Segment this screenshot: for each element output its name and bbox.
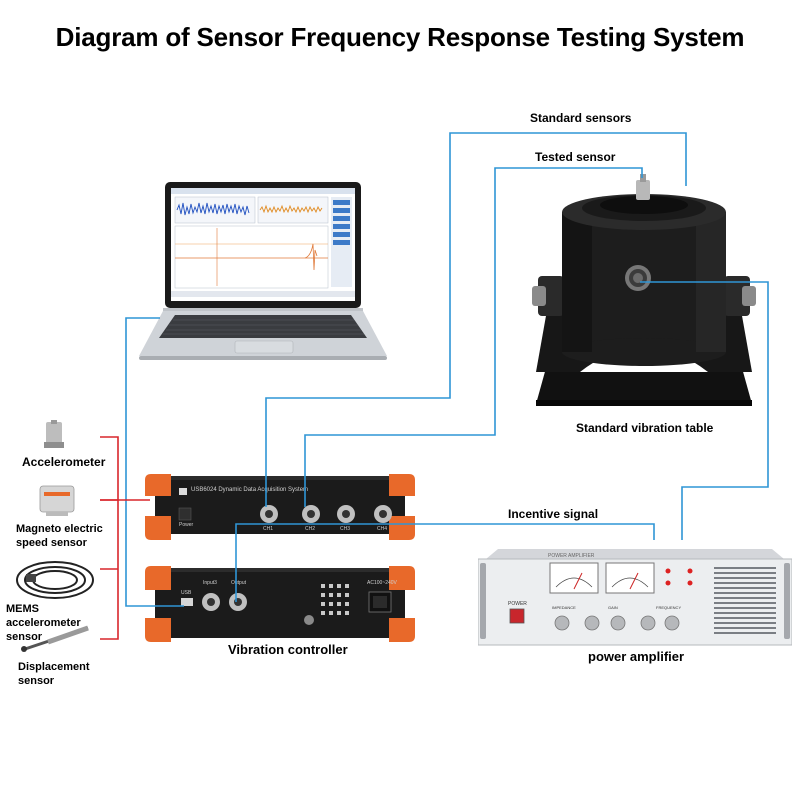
- daq-channel-ch4: CH4: [377, 526, 388, 532]
- label-vibration-controller: Vibration controller: [228, 642, 348, 657]
- amp-model-text: POWER AMPLIFIER: [548, 553, 595, 559]
- label-incentive-signal: Incentive signal: [508, 507, 599, 521]
- daq-model-text: USB6024 Dynamic Data Acquisition System: [191, 487, 309, 493]
- label-accelerometer: Accelerometer: [22, 455, 106, 469]
- mems-sensor-icon: [10, 556, 100, 602]
- displacement-sensor-icon: [18, 624, 92, 654]
- power-amplifier: POWER AMPLIFIER POWER IMPEDANCE GAIN FRE…: [477, 549, 793, 649]
- daq-channel-ch3: CH3: [340, 526, 351, 532]
- label-tested-sensor: Tested sensor: [535, 150, 616, 164]
- controller-port-input: Input3: [203, 580, 217, 586]
- vibration-controller: Input3 Output USB AC100~240V: [145, 564, 415, 644]
- label-displacement-sensor: Displacement sensor: [18, 661, 90, 687]
- label-standard-vibration-table: Standard vibration table: [576, 421, 714, 435]
- laptop: [135, 178, 390, 366]
- daq-channel-ch2: CH2: [305, 526, 316, 532]
- controller-port-output: Output: [231, 580, 247, 586]
- data-acquisition-unit: USB6024 Dynamic Data Acquisition System …: [145, 474, 415, 540]
- amp-power-label: POWER: [508, 601, 527, 607]
- accelerometer-icon: [34, 420, 74, 454]
- label-mems-accelerometer: MEMS accelerometer sensor: [6, 603, 81, 643]
- vibration-table: [528, 172, 760, 408]
- daq-channel-ch1: CH1: [263, 526, 274, 532]
- controller-usb-label: USB: [181, 590, 192, 596]
- label-standard-sensors: Standard sensors: [530, 111, 632, 125]
- controller-ac-label: AC100~240V: [367, 580, 397, 586]
- amp-knob-label-1: IMPEDANCE: [552, 605, 576, 610]
- amp-knob-label-2: GAIN: [608, 605, 618, 610]
- amp-knob-label-3: FREQUENCY: [656, 605, 682, 610]
- speed-sensor-icon: [32, 482, 82, 518]
- label-magneto-speed-sensor: Magneto electric speed sensor: [16, 523, 103, 549]
- daq-power-label: Power: [179, 522, 194, 528]
- label-power-amplifier: power amplifier: [588, 649, 685, 664]
- page-title: Diagram of Sensor Frequency Response Tes…: [55, 22, 745, 52]
